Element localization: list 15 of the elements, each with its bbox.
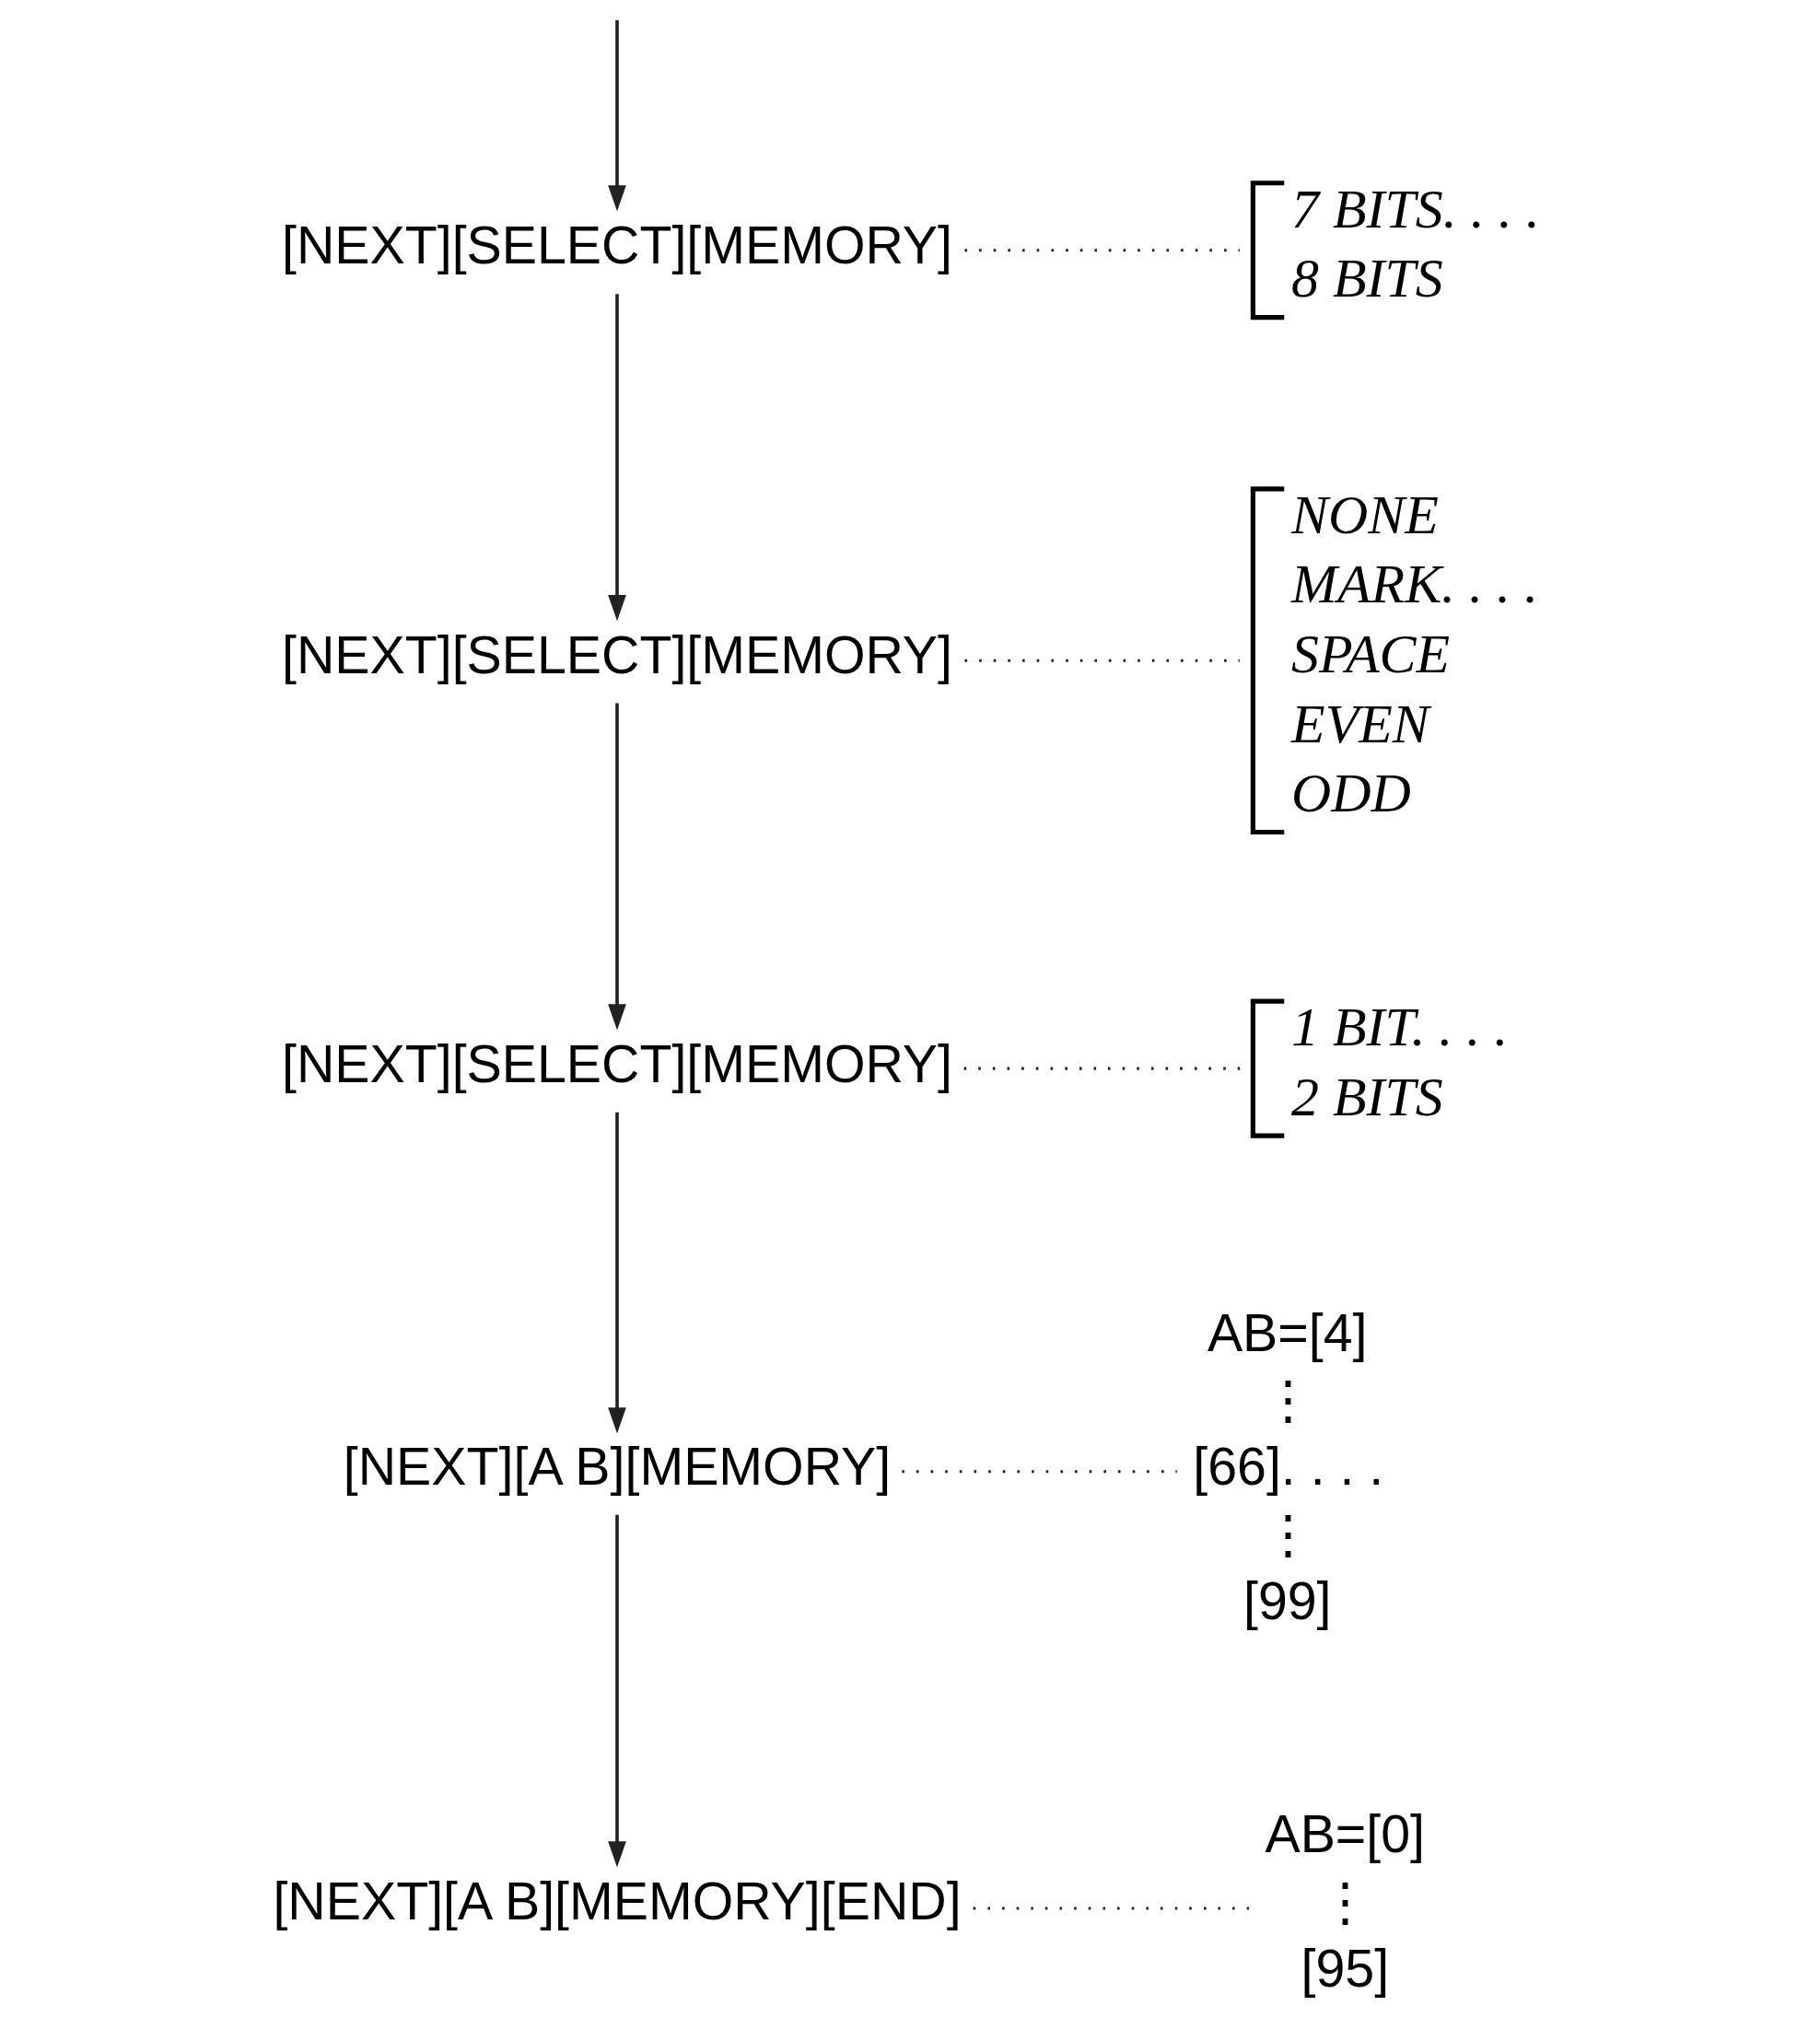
node-text: [NEXT][A B][MEMORY]: [343, 1437, 891, 1497]
node-text: AB=[0] ⋮ [95]: [1264, 1804, 1425, 1998]
node-text: [NEXT][SELECT][MEMORY]: [281, 216, 952, 275]
arrow: [607, 703, 626, 1031]
arrow: [607, 294, 626, 622]
node-text: [NEXT][SELECT][MEMORY]: [281, 1033, 952, 1093]
node-text: 7 BITS. . . . 8 BITS: [1290, 178, 1540, 309]
node-text: [NEXT][A B][MEMORY][END]: [272, 1871, 962, 1930]
node-text: 1 BIT. . . . 2 BITS: [1290, 997, 1508, 1127]
arrow: [607, 1112, 626, 1434]
node-text: AB=[4] ⋮ [66]. . . . ⋮ [99]: [1192, 1302, 1383, 1631]
node-text: [NEXT][SELECT][MEMORY]: [281, 624, 952, 684]
arrow: [607, 1514, 626, 1868]
node-text: NONE MARK. . . . SPACE EVEN ODD: [1290, 484, 1538, 824]
arrow: [607, 19, 626, 212]
